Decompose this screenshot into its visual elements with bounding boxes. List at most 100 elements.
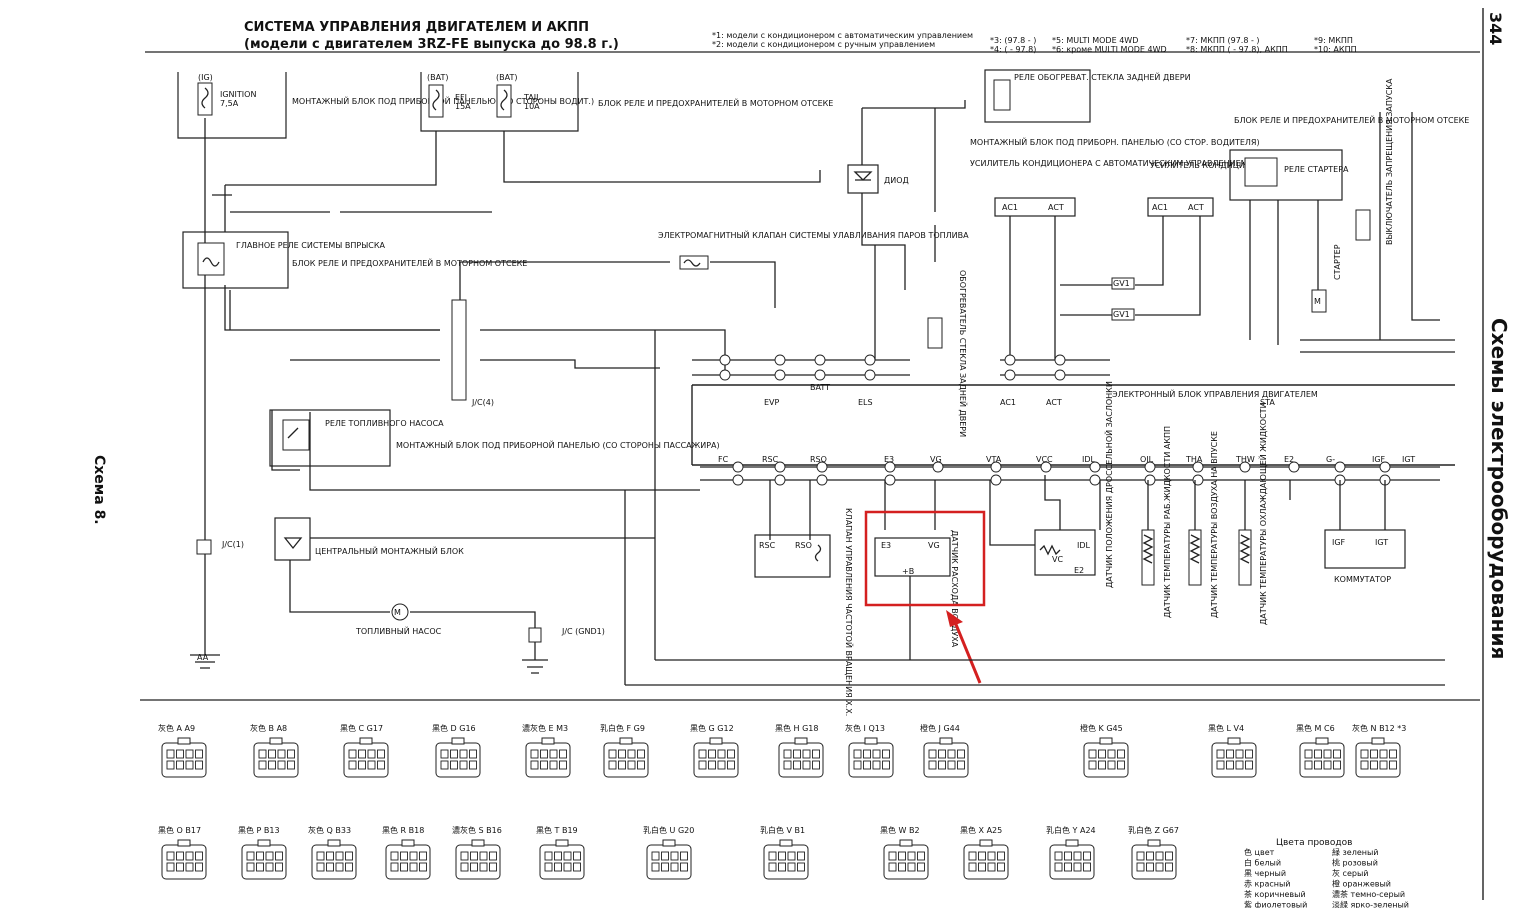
- connector-label: 黒色 G G12: [690, 723, 734, 733]
- section-title: Схемы электрооборудования: [1487, 318, 1511, 659]
- central-junction-block: ЦЕНТРАЛЬНЫЙ МОНТАЖНЫЙ БЛОК: [274, 517, 464, 561]
- throttle-position-sensor: IDL VC E2 ДАТЧИК ПОЛОЖЕНИЯ ДРОССЕЛЬНОЙ З…: [1034, 381, 1114, 588]
- ecu-pin: [774, 474, 786, 486]
- wire-color-item: 赤 красный: [1244, 880, 1291, 889]
- svg-text:BATT: BATT: [810, 383, 830, 392]
- evap-vsv: ЭЛЕКТРОМАГНИТНЫЙ КЛАПАН СИСТЕМЫ УЛАВЛИВА…: [658, 229, 969, 270]
- intake-air-temp-sensor: ДАТЧИК ТЕМПЕРАТУРЫ ВОЗДУХА НА ВПУСКЕ: [1188, 431, 1219, 618]
- ecu-pin: [884, 474, 896, 486]
- wire-color-item: 淡緑 ярко-зеленый: [1332, 900, 1409, 908]
- diode-block: ДИОД: [847, 164, 909, 194]
- svg-text:+B: +B: [902, 567, 914, 576]
- ecu-pin: [774, 369, 786, 381]
- svg-text:ACT: ACT: [1046, 398, 1062, 407]
- ecu-pin: [1054, 354, 1066, 366]
- note-3: *3: (97.8 - ): [990, 36, 1036, 45]
- ecu-pin: [1089, 461, 1101, 473]
- maf-sensor: E3 VG +B ДАТЧИК РАСХОДА ВОЗДУХА: [874, 530, 959, 648]
- svg-text:STA: STA: [1260, 398, 1275, 407]
- svg-text:E3: E3: [884, 455, 894, 464]
- wire-color-item: 緑 зеленый: [1332, 847, 1379, 857]
- ecu-pin: [816, 461, 828, 473]
- connector-label: 黒色 X A25: [960, 825, 1002, 835]
- ecu-pin: [990, 461, 1002, 473]
- svg-text:IGF: IGF: [1372, 455, 1386, 464]
- svg-text:EVP: EVP: [764, 398, 780, 407]
- connector-label: 乳白色 Y A24: [1046, 825, 1096, 835]
- svg-text:IGT: IGT: [1402, 455, 1415, 464]
- relay-block-engine-label: БЛОК РЕЛЕ И ПРЕДОХРАНИТЕЛЕЙ В МОТОРНОМ О…: [598, 97, 833, 108]
- connector-label: 黒色 D G16: [432, 723, 476, 733]
- connector-g18: 黒色 H G18: [775, 723, 824, 778]
- connector-g67: 乳白色 Z G67: [1128, 825, 1179, 880]
- connector-label: 濃灰色 S B16: [452, 825, 502, 835]
- svg-text:ОБОГРЕВАТЕЛЬ СТЕКЛА ЗАДНЕЙ ДВЕ: ОБОГРЕВАТЕЛЬ СТЕКЛА ЗАДНЕЙ ДВЕРИ: [958, 270, 969, 437]
- connector-label: 黒色 C G17: [340, 723, 383, 733]
- svg-text:AC1: AC1: [1002, 203, 1018, 212]
- svg-text:J/C (GND1): J/C (GND1): [561, 627, 605, 636]
- connector-label: 濃灰色 E M3: [522, 723, 568, 733]
- svg-text:AC1: AC1: [1152, 203, 1168, 212]
- svg-text:ACT: ACT: [1048, 203, 1064, 212]
- wire-color-item: 紫 фиолетовый: [1244, 901, 1307, 908]
- svg-text:TAIL: TAIL: [523, 93, 541, 102]
- svg-text:ДИОД: ДИОД: [884, 176, 909, 185]
- svg-text:FC: FC: [718, 455, 729, 464]
- connector-label: 灰色 N B12 *3: [1352, 723, 1406, 733]
- connector-g9: 乳白色 F G9: [600, 723, 649, 778]
- wire-color-item: 色 цвет: [1244, 847, 1275, 857]
- coolant-temp-sensor: ДАТЧИК ТЕМПЕРАТУРЫ ОХЛАЖДАЮЩЕЙ ЖИДКОСТИ: [1238, 402, 1268, 625]
- connector-a25: 黒色 X A25: [960, 825, 1009, 880]
- svg-text:МОНТАЖНЫЙ БЛОК ПОД ПРИБОРНОЙ П: МОНТАЖНЫЙ БЛОК ПОД ПРИБОРНОЙ ПАНЕЛЬЮ (СО…: [396, 439, 720, 450]
- connector-label: 黒色 H G18: [775, 723, 818, 733]
- scheme-label: Схема 8.: [91, 455, 107, 525]
- connector-label: 乳白色 Z G67: [1128, 825, 1179, 835]
- ecu-pin: [1004, 354, 1016, 366]
- wire-color-item: 灰 серый: [1332, 868, 1368, 878]
- wire-color-item: 濃茶 темно-серый: [1332, 889, 1405, 899]
- connector-label: 乳白色 V B1: [760, 825, 805, 835]
- svg-text:(IG): (IG): [198, 73, 213, 82]
- connector-label: 灰色 A A9: [158, 723, 195, 733]
- svg-text:Цвета проводов: Цвета проводов: [1276, 838, 1352, 848]
- highlight-box: [864, 510, 986, 607]
- connector-label: 乳白色 U G20: [643, 825, 694, 835]
- ecu-pin: [1040, 461, 1052, 473]
- connector-label: 乳白色 F G9: [600, 723, 645, 733]
- atf-temp-sensor: ДАТЧИК ТЕМПЕРАТУРЫ РАБ.ЖИДКОСТИ АКПП: [1141, 426, 1172, 618]
- svg-text:J/C(4): J/C(4): [471, 398, 494, 407]
- ac-amplifier-auto: AC1 ACT: [994, 197, 1076, 217]
- svg-text:GV1: GV1: [1113, 279, 1130, 288]
- svg-text:7,5A: 7,5A: [220, 99, 239, 108]
- ecu-pin: [1239, 461, 1251, 473]
- connector-g44: 橙色 J G44: [920, 723, 969, 778]
- connector-label: 黒色 W B2: [880, 825, 920, 835]
- connector-label: 灰色 Q B33: [308, 825, 351, 835]
- svg-text:VCC: VCC: [1036, 455, 1053, 464]
- svg-text:VC: VC: [1052, 555, 1063, 564]
- connector-g16: 黒色 D G16: [432, 723, 481, 778]
- ecu-pin: [1192, 461, 1204, 473]
- svg-text:AA: AA: [197, 653, 209, 662]
- connector-v4: 黒色 L V4: [1208, 723, 1257, 778]
- svg-text:VG: VG: [930, 455, 942, 464]
- title-line-1: СИСТЕМА УПРАВЛЕНИЯ ДВИГАТЕЛЕМ И АКПП: [244, 20, 589, 35]
- svg-text:ДАТЧИК ТЕМПЕРАТУРЫ РАБ.ЖИДКОСТ: ДАТЧИК ТЕМПЕРАТУРЫ РАБ.ЖИДКОСТИ АКПП: [1163, 426, 1172, 618]
- connector-m3: 濃灰色 E M3: [522, 723, 571, 778]
- svg-text:E2: E2: [1074, 566, 1084, 575]
- rear-defog-relay: РЕЛЕ ОБОГРЕВАТ. СТЕКЛА ЗАДНЕЙ ДВЕРИ: [984, 69, 1191, 123]
- svg-text:RSC: RSC: [762, 455, 779, 464]
- svg-text:THW: THW: [1235, 455, 1255, 464]
- ac-amplifier: AC1 ACT УСИЛИТЕЛЬ КОНДИЦИОНЕРА: [1147, 161, 1273, 217]
- svg-text:THA: THA: [1185, 455, 1203, 464]
- ecu-pin: [1379, 461, 1391, 473]
- jc1-label: J/C(1): [221, 540, 244, 549]
- ecu-pin: [884, 461, 896, 473]
- svg-text:ТОПЛИВНЫЙ НАСОС: ТОПЛИВНЫЙ НАСОС: [355, 625, 442, 636]
- connector-b123: 灰色 N B12 *3: [1352, 723, 1406, 778]
- svg-text:(BAT): (BAT): [427, 73, 448, 82]
- connector-g20: 乳白色 U G20: [643, 825, 694, 880]
- svg-text:ДАТЧИК ПОЛОЖЕНИЯ ДРОССЕЛЬНОЙ З: ДАТЧИК ПОЛОЖЕНИЯ ДРОССЕЛЬНОЙ ЗАСЛОНКИ: [1103, 381, 1114, 588]
- ecu-pin: [990, 474, 1002, 486]
